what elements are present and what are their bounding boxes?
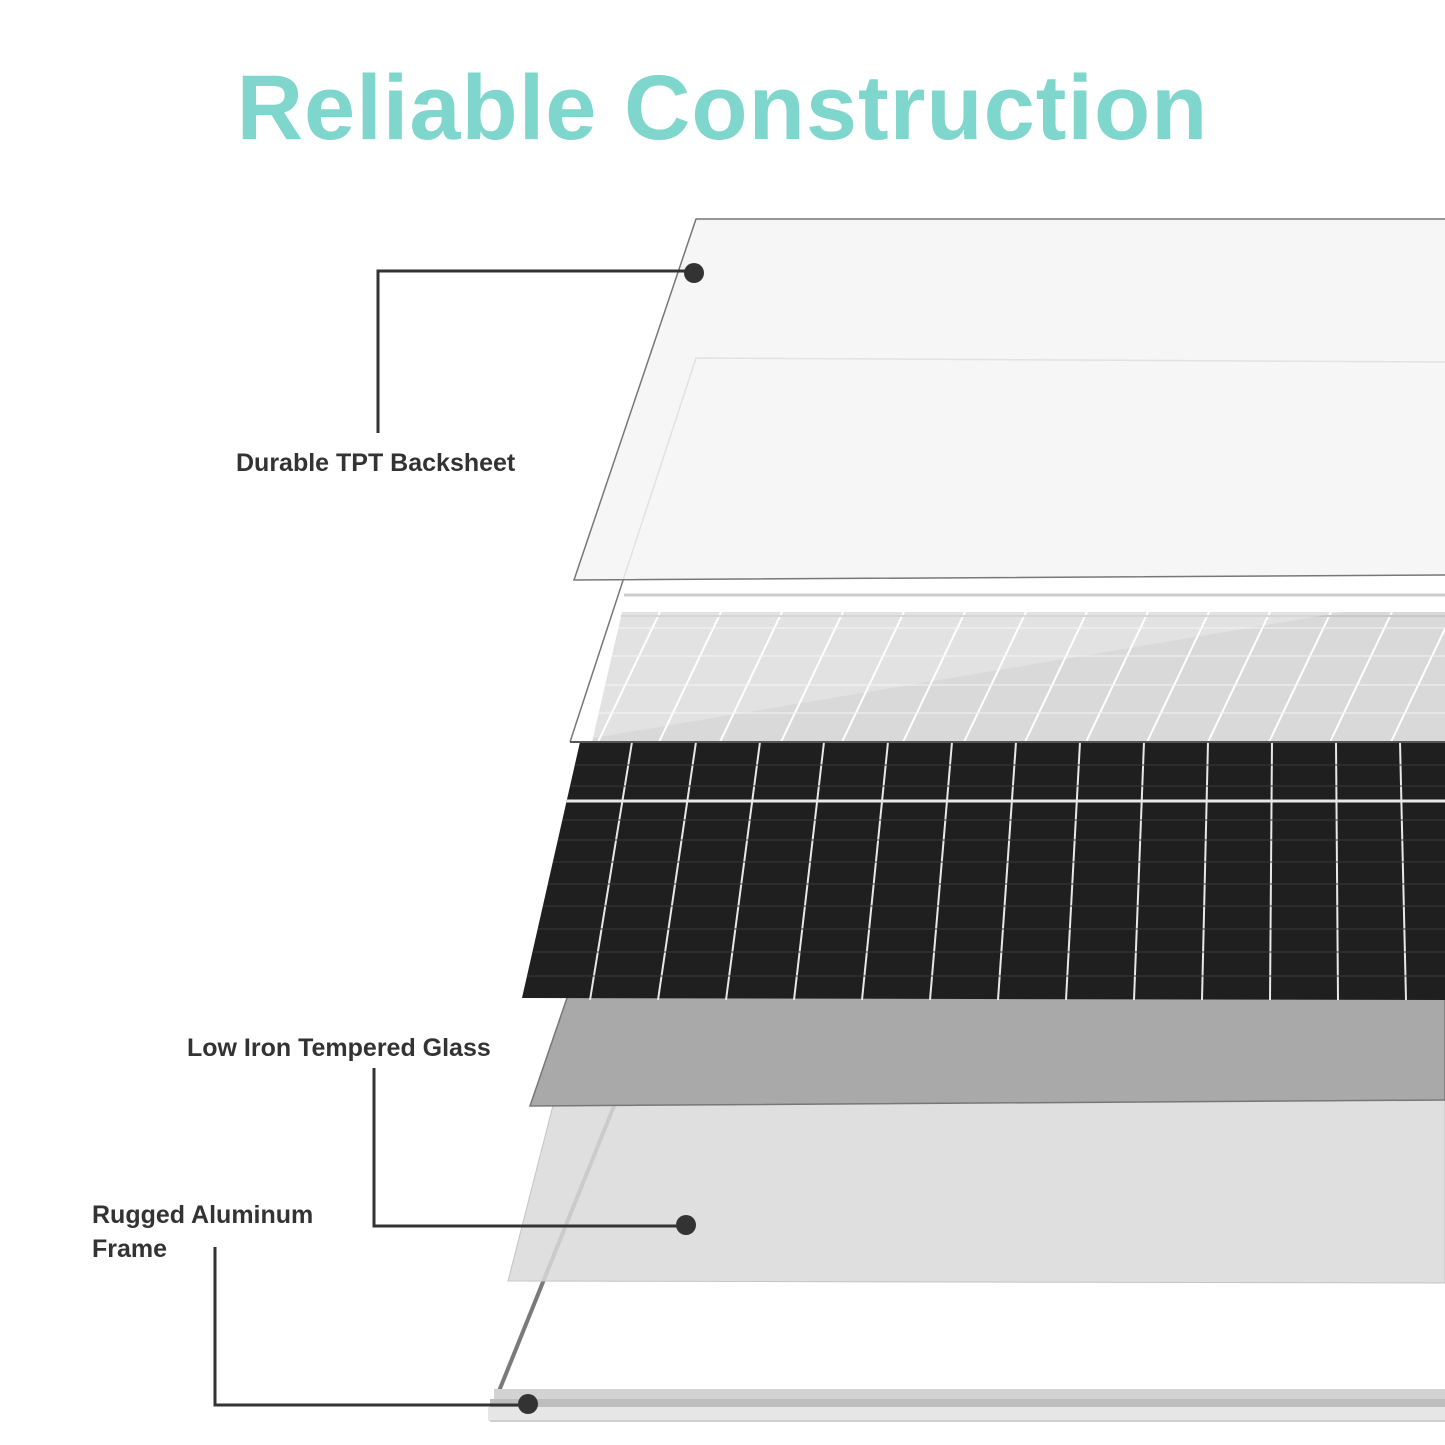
aluminum-frame-label-line2: Frame — [92, 1235, 168, 1263]
cell-column-divider — [1390, 612, 1445, 742]
cell-column-divider — [1335, 742, 1339, 1000]
frame-leader — [213, 1247, 528, 1407]
cell-column-divider — [841, 612, 905, 742]
cell-column-divider — [929, 742, 953, 1000]
solar-cells-dark — [522, 742, 1445, 1000]
cell-column-divider — [1201, 742, 1209, 1000]
cell-column-divider — [719, 612, 783, 742]
cell-column-divider — [1207, 612, 1271, 742]
backsheet-dot — [684, 263, 704, 283]
cell-column-divider — [1268, 612, 1332, 742]
cell-column-divider — [657, 742, 697, 1000]
aluminum-frame-label-line1: Rugged Aluminum — [92, 1201, 314, 1229]
tempered-glass-label: Low Iron Tempered Glass — [187, 1034, 491, 1062]
cell-column-divider — [589, 742, 633, 1000]
cell-column-divider — [861, 742, 889, 1000]
cell-column-divider — [793, 742, 825, 1000]
cell-column-divider — [997, 742, 1017, 1000]
cell-column-divider — [902, 612, 966, 742]
cell-column-divider — [1399, 742, 1407, 1000]
backsheet-leader — [376, 269, 694, 433]
aluminum-frame-label: Rugged Aluminum Frame — [92, 1198, 313, 1266]
cell-column-divider — [1133, 742, 1145, 1000]
cell-column-divider — [1024, 612, 1088, 742]
backsheet-label: Durable TPT Backsheet — [236, 449, 516, 477]
leader-lines — [213, 263, 704, 1414]
eva-film-layer — [528, 994, 1445, 1107]
solar-cells-light — [592, 612, 1445, 742]
cell-column-divider — [597, 612, 661, 742]
frame-dot — [518, 1394, 538, 1414]
cell-column-divider — [1146, 612, 1210, 742]
cell-column-divider — [780, 612, 844, 742]
page-title: Reliable Construction — [236, 57, 1209, 159]
cell-column-divider — [1269, 742, 1273, 1000]
glass-leader — [372, 1068, 686, 1228]
cell-column-divider — [658, 612, 722, 742]
cell-column-divider — [1065, 742, 1081, 1000]
cell-column-divider — [1085, 612, 1149, 742]
cell-column-divider — [725, 742, 761, 1000]
cell-column-divider — [963, 612, 1027, 742]
tpt-backsheet-layer — [572, 218, 1445, 581]
cell-column-divider — [1329, 612, 1393, 742]
glass-dot — [676, 1215, 696, 1235]
